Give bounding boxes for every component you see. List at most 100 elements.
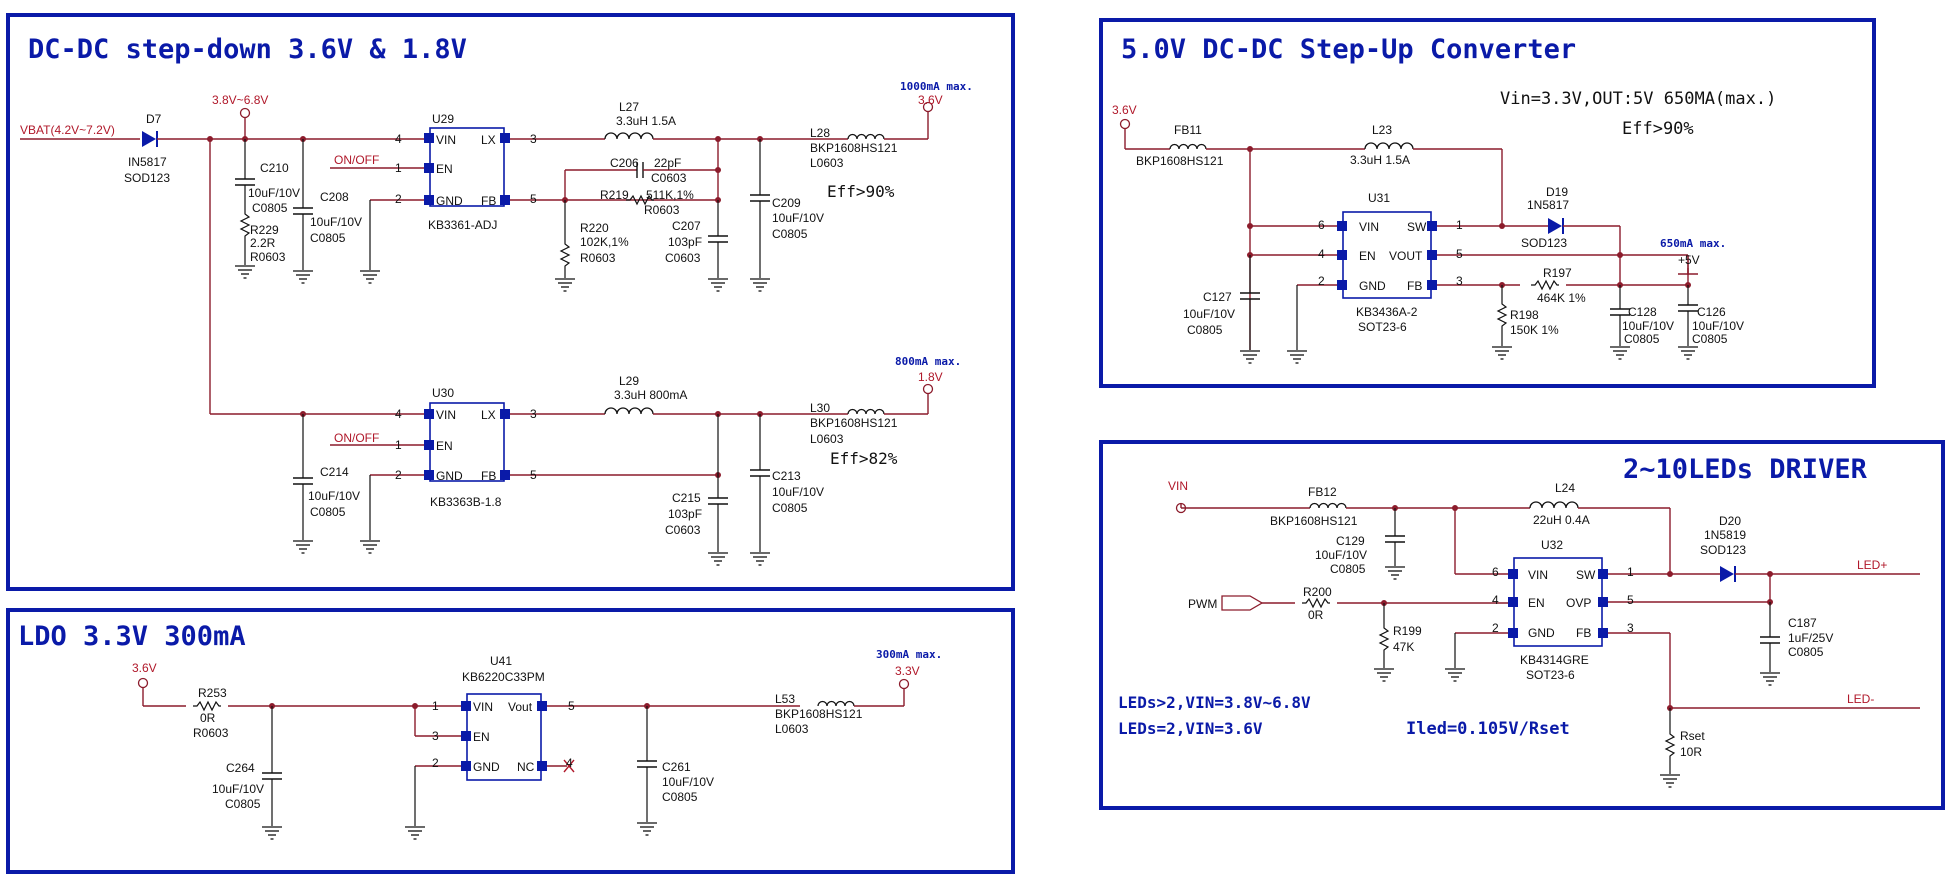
l30-value: BKP1608HS121	[810, 416, 898, 430]
u41-vin-pin: VIN	[473, 700, 493, 714]
d20-label: D20	[1719, 514, 1741, 528]
l53-package: L0603	[775, 722, 809, 736]
r197-label: R197	[1543, 266, 1572, 280]
r200-label: R200	[1303, 585, 1332, 599]
max-label-2: 800mA max.	[895, 355, 961, 368]
c127-package: C0805	[1187, 323, 1223, 337]
c261-package: C0805	[662, 790, 698, 804]
l28-package: L0603	[810, 156, 844, 170]
r198-label: R198	[1510, 308, 1539, 322]
u29-pin3: 3	[530, 132, 537, 146]
c209-label: C209	[772, 196, 801, 210]
c208-package: C0805	[310, 231, 346, 245]
c213-value: 10uF/10V	[772, 485, 824, 499]
c127-value: 10uF/10V	[1183, 307, 1235, 321]
l30-package: L0603	[810, 432, 844, 446]
output-3v6-label: 3.6V	[918, 93, 943, 107]
u31-en-pin: EN	[1359, 249, 1376, 263]
max-label-1: 1000mA max.	[900, 80, 973, 93]
r229-value: 2.2R	[250, 236, 276, 250]
c206-package: C0603	[651, 171, 687, 185]
u29-pin2: 2	[395, 192, 402, 206]
c214-label: C214	[320, 465, 349, 479]
u31-pin3: 3	[1456, 274, 1463, 288]
d19-package: SOD123	[1521, 236, 1567, 250]
d7-label: D7	[146, 112, 162, 126]
u32-ovp-pin: OVP	[1566, 596, 1591, 610]
l30-label: L30	[810, 401, 830, 415]
d7-package: SOD123	[124, 171, 170, 185]
u29-en-pin: EN	[436, 162, 453, 176]
u30-pin1: 1	[395, 438, 402, 452]
u32-en-pin: EN	[1528, 596, 1545, 610]
u31-vout-pin: VOUT	[1389, 249, 1423, 263]
c187-package: C0805	[1788, 645, 1824, 659]
u41-gnd-pin: GND	[473, 760, 500, 774]
u30-pin3: 3	[530, 407, 537, 421]
u31-part: KB3436A-2	[1356, 305, 1418, 319]
c128-package: C0805	[1624, 332, 1660, 346]
ldo-max-label: 300mA max.	[876, 648, 942, 661]
u41-label: U41	[490, 654, 512, 668]
fb12-label: FB12	[1308, 485, 1337, 499]
c213-label: C213	[772, 469, 801, 483]
c126-value: 10uF/10V	[1692, 319, 1744, 333]
r229-label: R229	[250, 223, 279, 237]
r199-value: 47K	[1393, 640, 1414, 654]
u32-pin6: 6	[1492, 565, 1499, 579]
u29-chip	[429, 127, 505, 207]
c207-value: 103pF	[668, 235, 702, 249]
u32-package: SOT23-6	[1526, 668, 1575, 682]
u30-pin4: 4	[395, 407, 402, 421]
stepdown-title: DC-DC step-down 3.6V & 1.8V	[28, 34, 467, 65]
d7-value: IN5817	[128, 155, 167, 169]
r220-label: R220	[580, 221, 609, 235]
u32-pin4: 4	[1492, 593, 1499, 607]
u41-vout-pin: Vout	[508, 700, 533, 714]
c209-package: C0805	[772, 227, 808, 241]
u31-pin1: 1	[1456, 218, 1463, 232]
r229-package: R0603	[250, 250, 286, 264]
u29-fb-pin: FB	[481, 194, 496, 208]
u41-pin1: 1	[432, 699, 439, 713]
ldo-output-label: 3.3V	[895, 664, 920, 678]
r253-label: R253	[198, 686, 227, 700]
led-minus-label: LED-	[1847, 692, 1874, 706]
u32-sw-pin: SW	[1576, 568, 1596, 582]
led-title: 2~10LEDs DRIVER	[1623, 454, 1868, 485]
u30-pin2: 2	[395, 468, 402, 482]
c206-label: C206	[610, 156, 639, 170]
c261-value: 10uF/10V	[662, 775, 714, 789]
c209-value: 10uF/10V	[772, 211, 824, 225]
output-1v8-label: 1.8V	[918, 370, 943, 384]
stepup-circuit	[1119, 118, 1699, 364]
stepup-max-label: 650mA max.	[1660, 237, 1726, 250]
u31-vin-pin: VIN	[1359, 220, 1379, 234]
u30-fb-pin: FB	[481, 469, 496, 483]
fb11-label: FB11	[1174, 123, 1202, 137]
led-note-3: Iled=0.105V/Rset	[1406, 719, 1570, 739]
c127-label: C127	[1203, 290, 1232, 304]
c264-label: C264	[226, 761, 255, 775]
c261-label: C261	[662, 760, 691, 774]
l27-label: L27	[619, 100, 639, 114]
u32-vin-pin: VIN	[1528, 568, 1548, 582]
u41-en-pin: EN	[473, 730, 490, 744]
d19-value: 1N5817	[1527, 198, 1569, 212]
u30-label: U30	[432, 386, 454, 400]
u32-part: KB4314GRE	[1520, 653, 1589, 667]
l28-label: L28	[810, 126, 830, 140]
l23-label: L23	[1372, 123, 1392, 137]
pwm-label: PWM	[1188, 597, 1217, 611]
u29-pin5: 5	[530, 192, 537, 206]
u32-label: U32	[1541, 538, 1563, 552]
u31-fb-pin: FB	[1407, 279, 1422, 293]
c215-value: 103pF	[668, 507, 702, 521]
eff-label-2: Eff>82%	[830, 449, 898, 468]
l23-value: 3.3uH 1.5A	[1350, 153, 1410, 167]
stepup-eff-note: Eff>90%	[1622, 119, 1694, 139]
ldo-title: LDO 3.3V 300mA	[18, 621, 246, 652]
c210-value: 10uF/10V	[248, 186, 300, 200]
u29-gnd-pin: GND	[436, 194, 463, 208]
